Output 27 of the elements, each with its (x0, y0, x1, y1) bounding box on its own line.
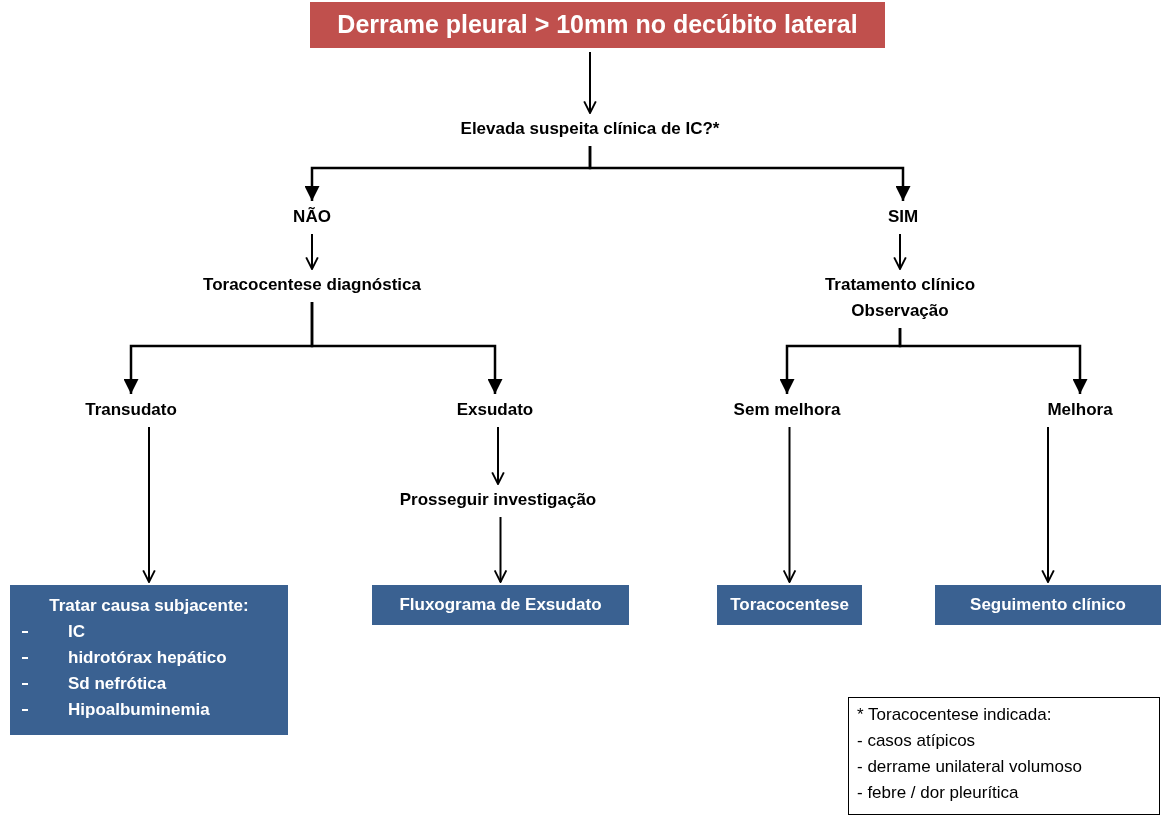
arrow (893, 233, 907, 270)
flow-text: SIM (887, 204, 919, 230)
flow-text: Tratamento clínico Observação (824, 272, 976, 324)
arrow (898, 328, 1088, 394)
flow-text: Sem melhora (733, 397, 841, 423)
arrow (588, 146, 911, 201)
flow-text: Toracocentese diagnóstica (203, 272, 421, 298)
result-box: Seguimento clínico (935, 585, 1161, 625)
arrow (310, 302, 503, 394)
arrow (142, 426, 156, 583)
result-box: Toracocentese (717, 585, 862, 625)
start-box: Derrame pleural > 10mm no decúbito lateral (310, 2, 885, 48)
flow-text: Elevada suspeita clínica de IC?* (460, 116, 720, 142)
arrow (491, 426, 505, 485)
arrow (782, 426, 797, 583)
arrow (1041, 426, 1055, 583)
flow-text: Transudato (85, 397, 177, 423)
flow-text: Exsudato (456, 397, 534, 423)
flow-text: Prosseguir investigação (399, 487, 597, 513)
result-box: Tratar causa subjacente: IC hidrotórax hepático Sd nefrótica Hipoalbuminemia (10, 585, 288, 735)
flow-text: Melhora (1047, 397, 1113, 423)
result-box: Fluxograma de Exsudato (372, 585, 629, 625)
flow-text: NÃO (293, 204, 331, 230)
note-box: * Toracocentese indicada: - casos atípicos - derrame unilateral volumoso - febre / dor pleurítica (848, 697, 1160, 815)
arrow (493, 516, 508, 583)
arrow (305, 233, 319, 270)
arrow (583, 51, 597, 114)
